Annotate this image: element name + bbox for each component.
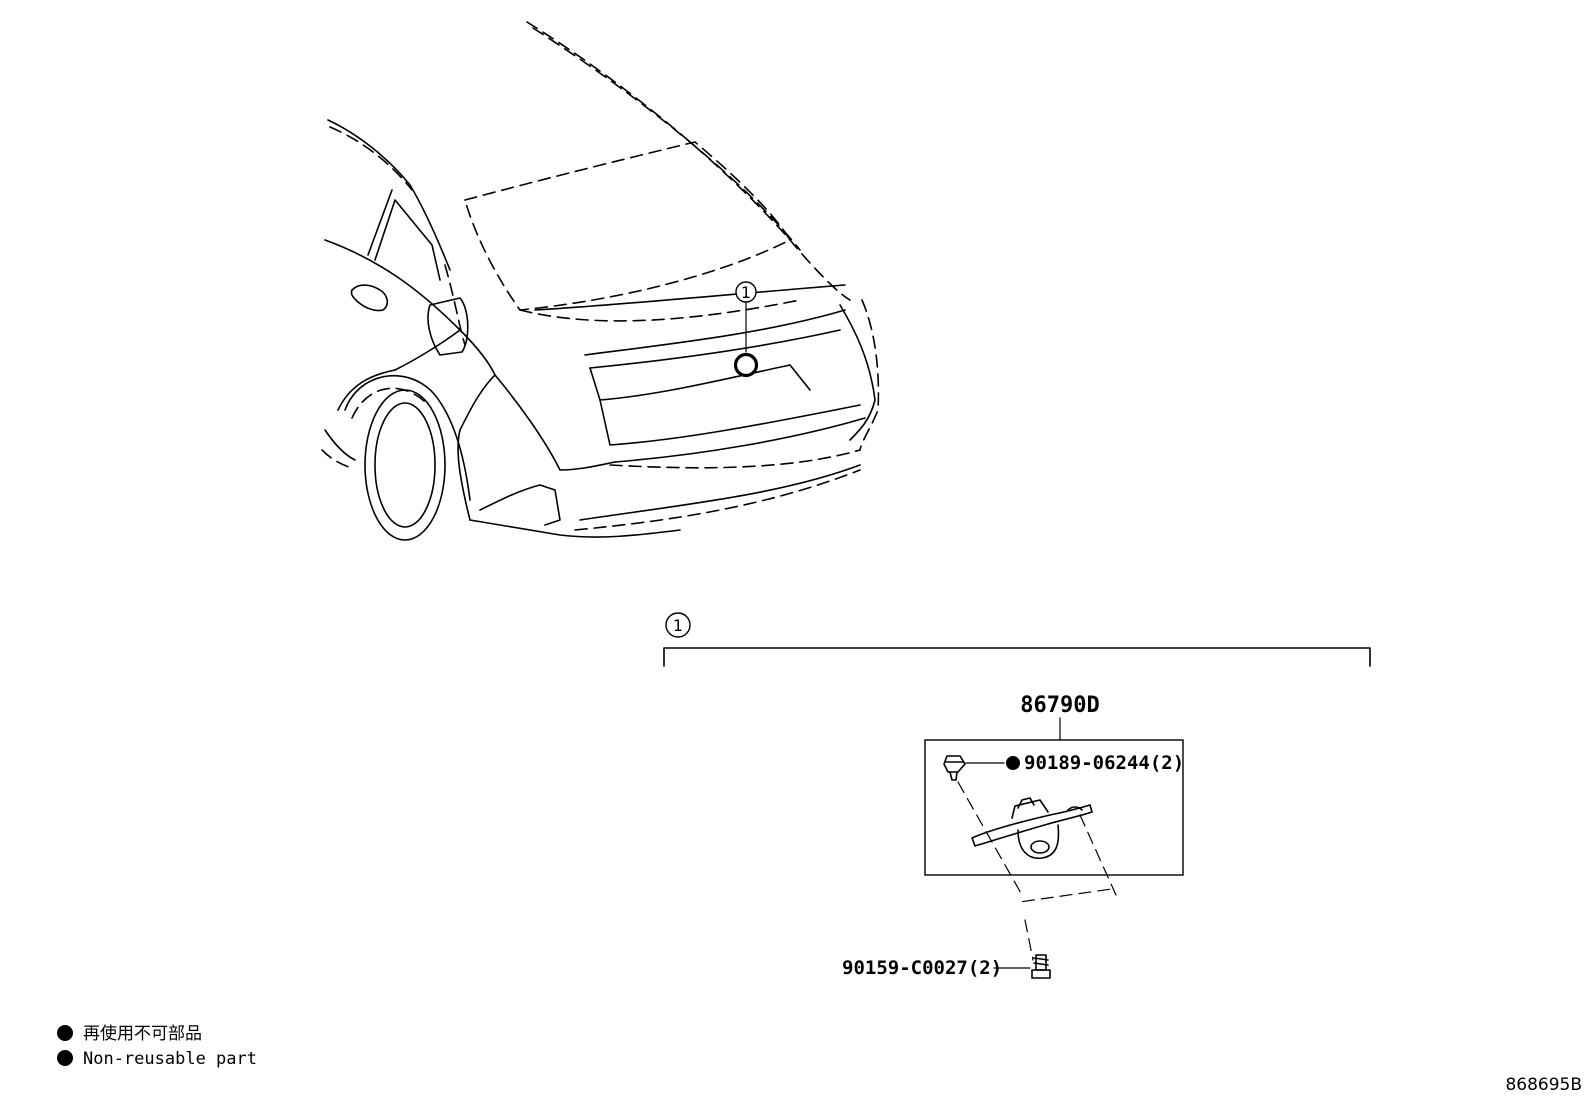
clip-icon — [943, 755, 966, 781]
diagram-code: 868695B — [1505, 1075, 1582, 1095]
assembly-part-number: 86790D — [1020, 693, 1099, 718]
part-90159-label: 90159-C0027(2) — [842, 957, 1002, 979]
callout-circle — [735, 281, 757, 303]
assembly-bracket — [663, 647, 1371, 667]
assembly-section: 1 86790D 90189-06244(2) — [663, 612, 1371, 979]
legend-text-en: Non-reusable part — [83, 1049, 257, 1069]
vehicle-illustration: 1 — [321, 21, 880, 541]
camera-icon — [971, 797, 1093, 859]
section-callout-number: 1 — [673, 616, 683, 635]
legend: 再使用不可部品 Non-reusable part — [57, 1023, 257, 1069]
assembly-box — [924, 739, 1184, 876]
legend-bullet-icon — [57, 1025, 73, 1041]
callout-number: 1 — [741, 283, 751, 302]
legend-bullet-icon — [57, 1050, 73, 1066]
non-reusable-marker-icon — [1006, 756, 1020, 770]
part-90189-label: 90189-06244(2) — [1024, 752, 1184, 774]
section-callout-circle — [665, 612, 691, 638]
legend-text-jp: 再使用不可部品 — [83, 1023, 202, 1044]
bolt-icon — [1031, 954, 1051, 979]
camera-location-marker — [733, 352, 759, 378]
